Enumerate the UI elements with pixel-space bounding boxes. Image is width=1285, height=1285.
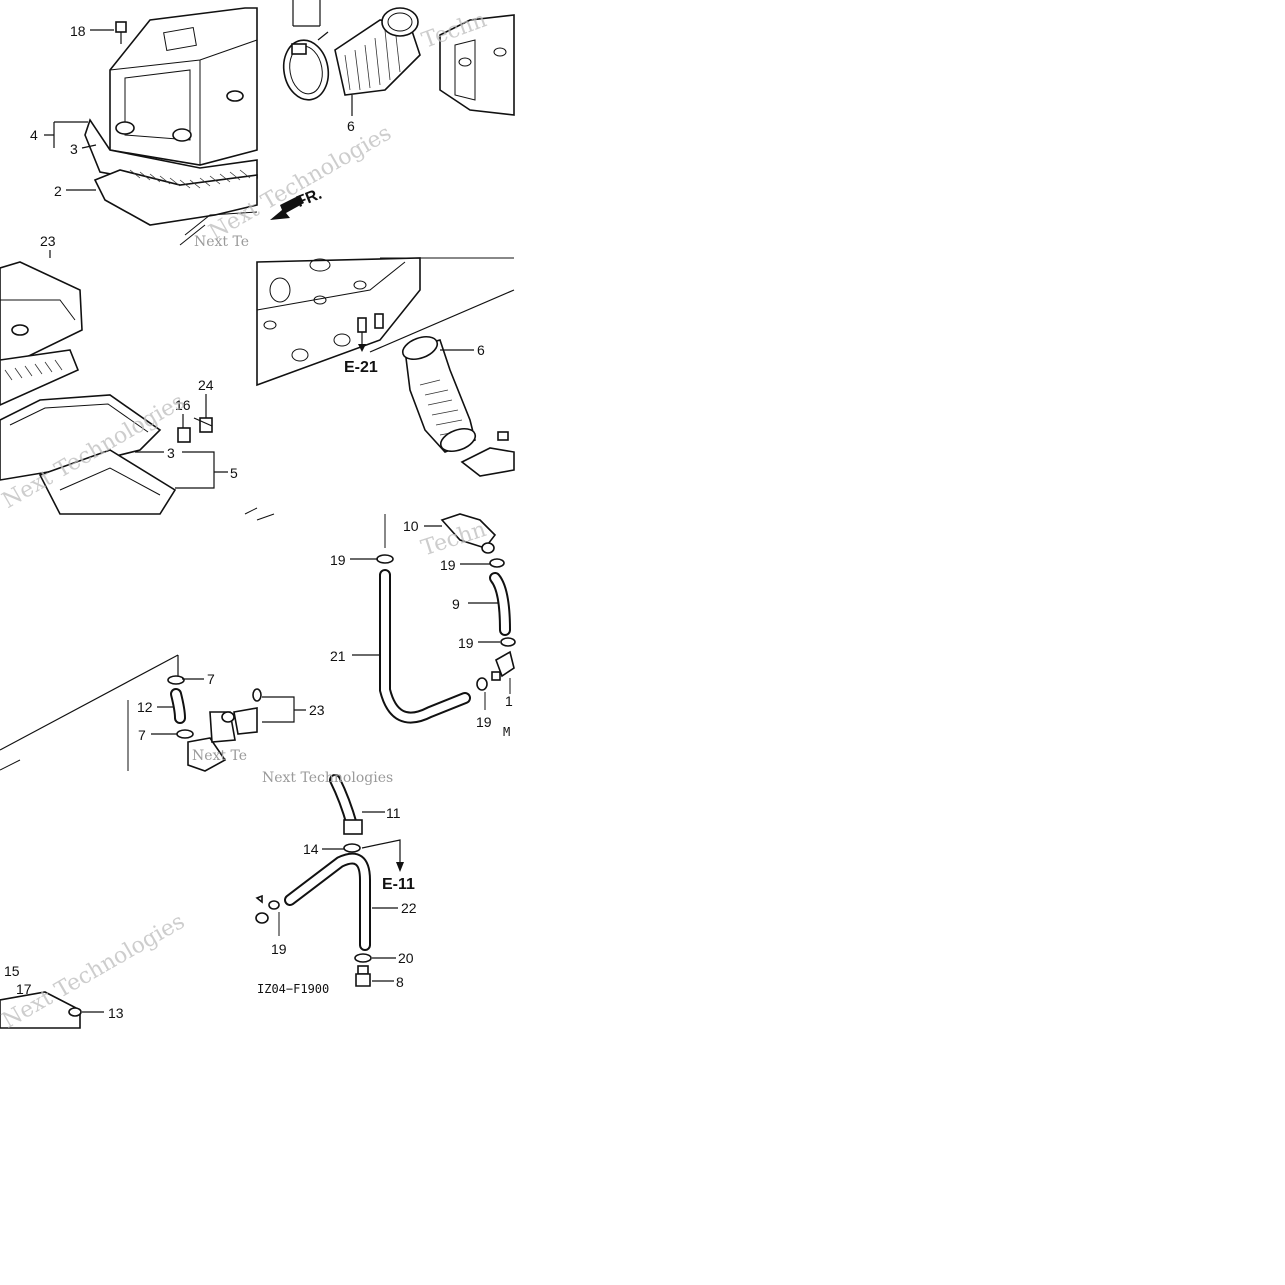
callout-3-lower: 3 xyxy=(167,445,175,461)
breather-hose-group xyxy=(376,513,516,724)
valve-cover-group xyxy=(84,7,258,246)
callout-18: 18 xyxy=(70,23,86,39)
callout-8: 8 xyxy=(396,974,404,990)
callout-19: 19 xyxy=(458,635,474,651)
callout-7: 7 xyxy=(207,671,215,687)
callout-23: 23 xyxy=(40,233,56,249)
callout-16: 16 xyxy=(175,397,191,413)
callout-15: 15 xyxy=(4,963,20,979)
watermark: Next Technologies xyxy=(0,909,189,1034)
callout-12: 12 xyxy=(137,699,153,715)
callout-4: 4 xyxy=(30,127,38,143)
drain-hose-group xyxy=(255,774,404,987)
cylinder-head-group xyxy=(256,257,515,477)
watermark: Next Te xyxy=(194,234,249,250)
callout-24: 24 xyxy=(198,377,214,393)
callout-3: 3 xyxy=(70,141,78,157)
callout-17: 17 xyxy=(16,981,32,997)
lower-cover-group xyxy=(0,261,213,515)
reference-e21: E-21 xyxy=(344,359,378,376)
callout-19: 19 xyxy=(271,941,287,957)
callout-21: 21 xyxy=(330,648,346,664)
watermark: Next Technologies xyxy=(262,770,393,786)
lower-left-fragment xyxy=(0,991,104,1029)
diagram-code: IZ04−F1900 xyxy=(257,982,329,996)
callout-m: M xyxy=(503,725,510,739)
reference-e11: E-11 xyxy=(382,876,415,893)
tube-group xyxy=(0,654,262,772)
callout-7: 7 xyxy=(138,727,146,743)
callout-19: 19 xyxy=(330,552,346,568)
callout-11: 11 xyxy=(386,805,401,821)
intake-joint-top xyxy=(282,0,515,116)
callout-19: 19 xyxy=(440,557,456,573)
callout-2: 2 xyxy=(54,183,62,199)
callout-1: 1 xyxy=(505,693,513,709)
callout-22: 22 xyxy=(401,900,417,916)
callout-10: 10 xyxy=(403,518,419,534)
callout-23: 23 xyxy=(309,702,325,718)
callout-5: 5 xyxy=(230,465,238,481)
callout-13: 13 xyxy=(108,1005,124,1021)
callout-6-lower: 6 xyxy=(477,342,485,358)
callout-14: 14 xyxy=(303,841,319,857)
front-arrow-icon xyxy=(270,195,304,220)
callout-9: 9 xyxy=(452,596,460,612)
callout-6: 6 xyxy=(347,118,355,134)
callout-19: 19 xyxy=(476,714,492,730)
callout-20: 20 xyxy=(398,950,414,966)
watermark: Next Te xyxy=(192,748,247,764)
